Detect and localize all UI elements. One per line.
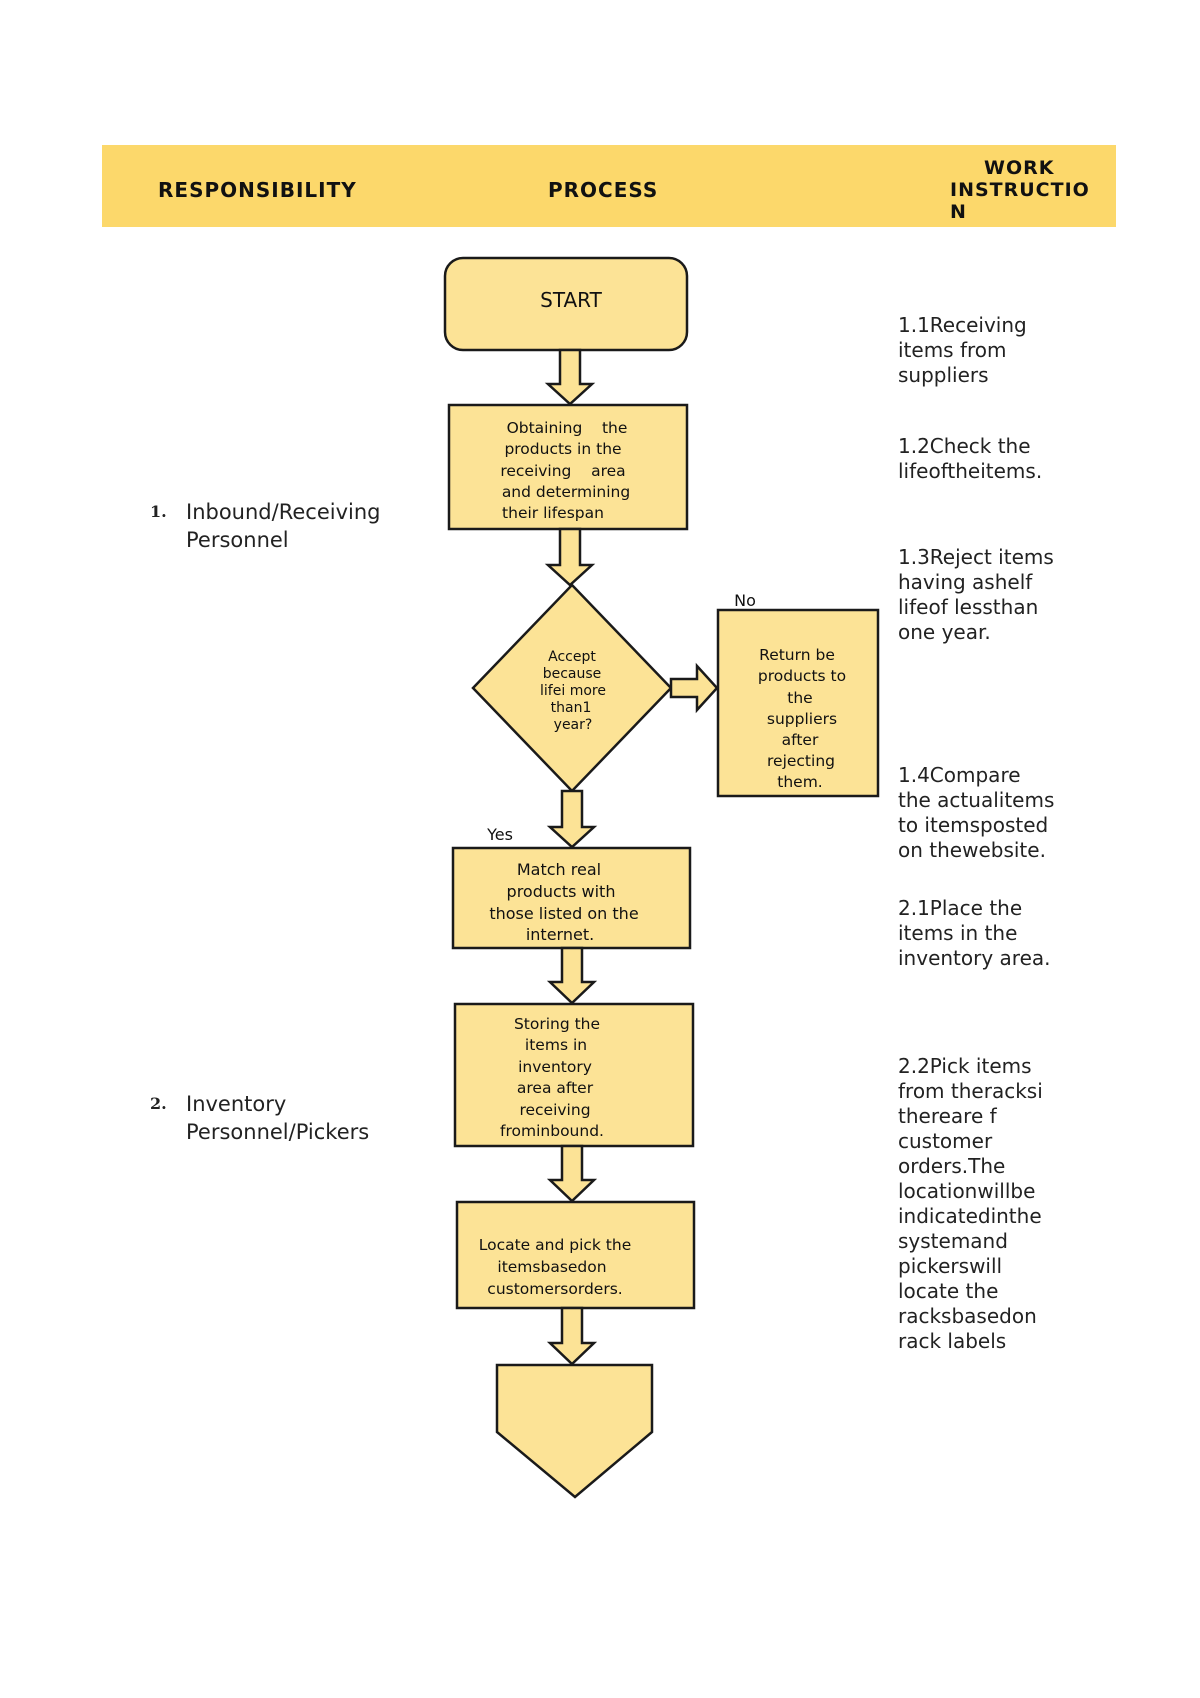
work-instruction-2-1: 2.1Place the items in the inventory area… <box>898 896 1051 970</box>
step-pick-box <box>455 1200 696 1310</box>
flow-arrow <box>544 527 596 587</box>
flow-arrow-right <box>669 662 719 714</box>
step-match-box <box>451 846 692 950</box>
reject-box <box>716 608 880 798</box>
reject-text: Return be <box>759 646 835 664</box>
step-match-text: internet. <box>526 925 594 944</box>
step-store-text: receiving <box>519 1101 590 1119</box>
step-store-text: inventory <box>518 1058 592 1076</box>
header-process: PROCESS <box>548 178 659 202</box>
step-store-text: frominbound. <box>500 1122 604 1140</box>
step-obtain-text: products in the <box>504 440 621 458</box>
step-match-text: those listed on the <box>489 904 638 923</box>
decision-text: because <box>543 666 602 682</box>
step-store-text: area after <box>517 1079 594 1097</box>
work-instruction-1-2: 1.2Check the lifeoftheitems. <box>898 434 1043 483</box>
step-obtain-text: and determining <box>502 483 630 501</box>
step-match-text: products with <box>507 882 616 901</box>
decision-text: Accept <box>548 649 596 665</box>
step-store-text: items in <box>525 1036 587 1054</box>
off-page-connector <box>495 1363 654 1499</box>
reject-text: after <box>782 731 819 749</box>
responsibility-inventory: 2. Inventory Personnel/Pickers <box>150 1090 436 1146</box>
work-instruction-2-2: 2.2Pick items from theracksi thereare f … <box>898 1054 1043 1353</box>
reject-text: suppliers <box>767 710 837 728</box>
flow-arrow <box>546 1306 598 1366</box>
label-no: No <box>734 591 756 610</box>
step-obtain-text: Obtaining the <box>507 419 628 437</box>
header-work-instruction-line: INSTRUCTIO <box>950 179 1090 201</box>
work-instruction-1-3: 1.3Reject items having ashelf lifeof les… <box>898 545 1054 644</box>
step-obtain-text: their lifespan <box>502 504 604 522</box>
decision-text: year? <box>554 717 593 733</box>
label-yes: Yes <box>486 825 513 844</box>
flow-arrow <box>544 348 596 406</box>
start-label: START <box>540 288 602 312</box>
step-obtain-text: receiving area <box>500 462 625 480</box>
step-store-text: Storing the <box>514 1015 600 1033</box>
reject-text: the <box>787 689 812 707</box>
responsibility-label: Inventory Personnel/Pickers <box>186 1092 370 1144</box>
decision-text: lifei more <box>540 683 606 699</box>
header-responsibility: RESPONSIBILITY <box>158 178 357 202</box>
flow-arrow <box>546 1144 598 1203</box>
header-work-instruction: WORK INSTRUCTIO N <box>950 157 1090 223</box>
header-work-instruction-line: WORK <box>984 157 1055 179</box>
reject-text: them. <box>777 773 822 791</box>
step-pick-text: Locate and pick the <box>479 1236 632 1254</box>
reject-text: products to <box>758 667 846 685</box>
step-pick-text: customersorders. <box>487 1280 622 1298</box>
reject-text: rejecting <box>767 752 835 770</box>
responsibility-number: 1. <box>150 502 167 521</box>
step-pick-text: itemsbasedon <box>497 1258 606 1276</box>
decision-text: than1 <box>551 700 592 716</box>
responsibility-inbound: 1. Inbound/Receiving Personnel <box>150 498 436 554</box>
responsibility-number: 2. <box>150 1094 167 1113</box>
work-instruction-1-4: 1.4Compare the actualitems to itemsposte… <box>898 763 1055 862</box>
flow-arrow <box>546 946 598 1005</box>
header-band <box>102 145 1116 227</box>
step-store-box <box>453 1002 695 1148</box>
work-instruction-1-1: 1.1Receiving items from suppliers <box>898 313 1027 387</box>
step-match-text: Match real <box>517 860 601 879</box>
header-work-instruction-line: N <box>950 201 967 223</box>
responsibility-label: Inbound/Receiving Personnel <box>186 500 381 552</box>
flow-arrow <box>546 789 598 849</box>
